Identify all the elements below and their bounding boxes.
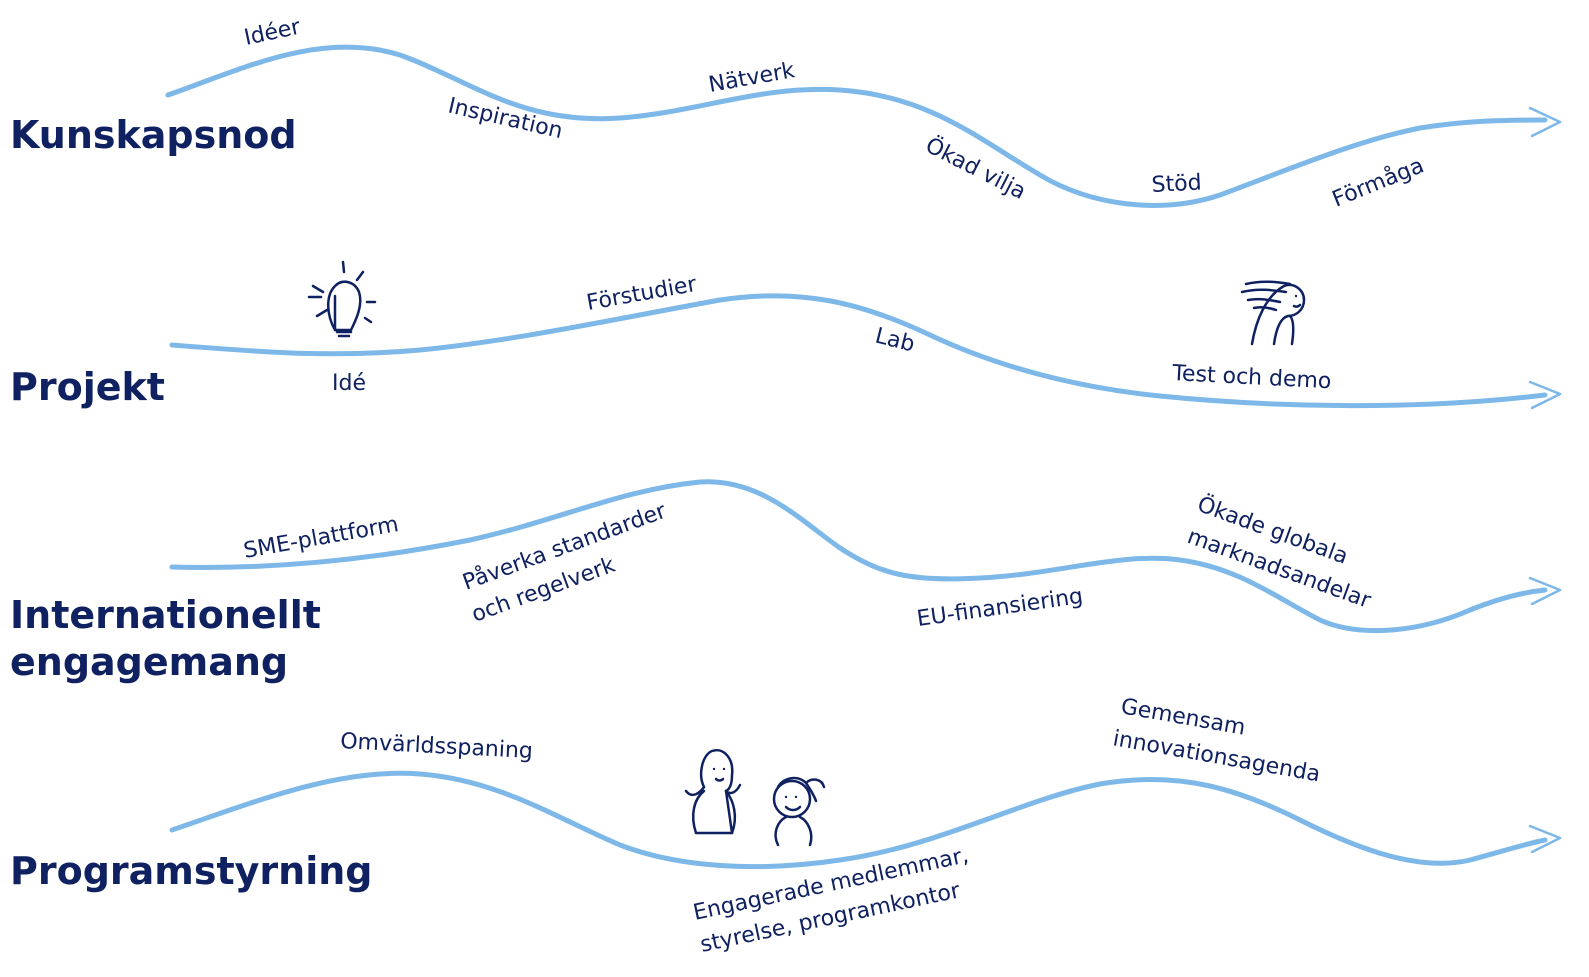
woman-icon bbox=[684, 748, 742, 835]
step-stod: Stöd bbox=[1151, 170, 1202, 198]
arrow-head-projekt bbox=[1528, 380, 1562, 410]
row-title-programstyrning: Programstyrning bbox=[10, 849, 373, 893]
wave-programstyrning bbox=[169, 770, 1548, 870]
step-eu-finansiering: EU-finansiering bbox=[915, 584, 1084, 632]
wave-kunskapsnod bbox=[165, 44, 1548, 208]
arrow-head-kunskapsnod bbox=[1528, 106, 1562, 138]
row-kunskapsnod: Kunskapsnod Idéer Inspiration Nätverk Ök… bbox=[10, 14, 1562, 213]
row-title-line-1: Internationellt bbox=[10, 593, 321, 637]
lightbulb-icon bbox=[307, 260, 377, 338]
step-test-och-demo: Test och demo bbox=[1171, 361, 1332, 394]
step-omvarldsspaning: Omvärldsspaning bbox=[340, 729, 534, 764]
wave-projekt bbox=[169, 293, 1548, 409]
row-internationellt-engagemang: Internationellt engagemang SME-plattform… bbox=[10, 479, 1562, 684]
smiling-person-icon bbox=[772, 776, 826, 847]
arrow-head-programstyrning bbox=[1528, 824, 1562, 854]
step-formaga: Förmåga bbox=[1329, 152, 1428, 212]
row-title-kunskapsnod: Kunskapsnod bbox=[10, 113, 297, 157]
step-ideer: Idéer bbox=[242, 14, 303, 50]
wind-hair-person-icon bbox=[1240, 280, 1306, 346]
row-title-internationellt: Internationellt engagemang bbox=[10, 593, 334, 684]
arrow-head-internationellt bbox=[1528, 576, 1562, 606]
row-title-line-2: engagemang bbox=[10, 640, 288, 684]
row-title-projekt: Projekt bbox=[10, 365, 165, 409]
row-projekt: Projekt Idé Förstudier Lab T bbox=[10, 260, 1562, 410]
step-okad-vilja: Ökad vilja bbox=[921, 132, 1030, 205]
wave-internationellt bbox=[169, 479, 1548, 634]
step-ide: Idé bbox=[332, 371, 366, 396]
row-programstyrning: Programstyrning Omvärldsspaning Engagera… bbox=[10, 694, 1562, 958]
